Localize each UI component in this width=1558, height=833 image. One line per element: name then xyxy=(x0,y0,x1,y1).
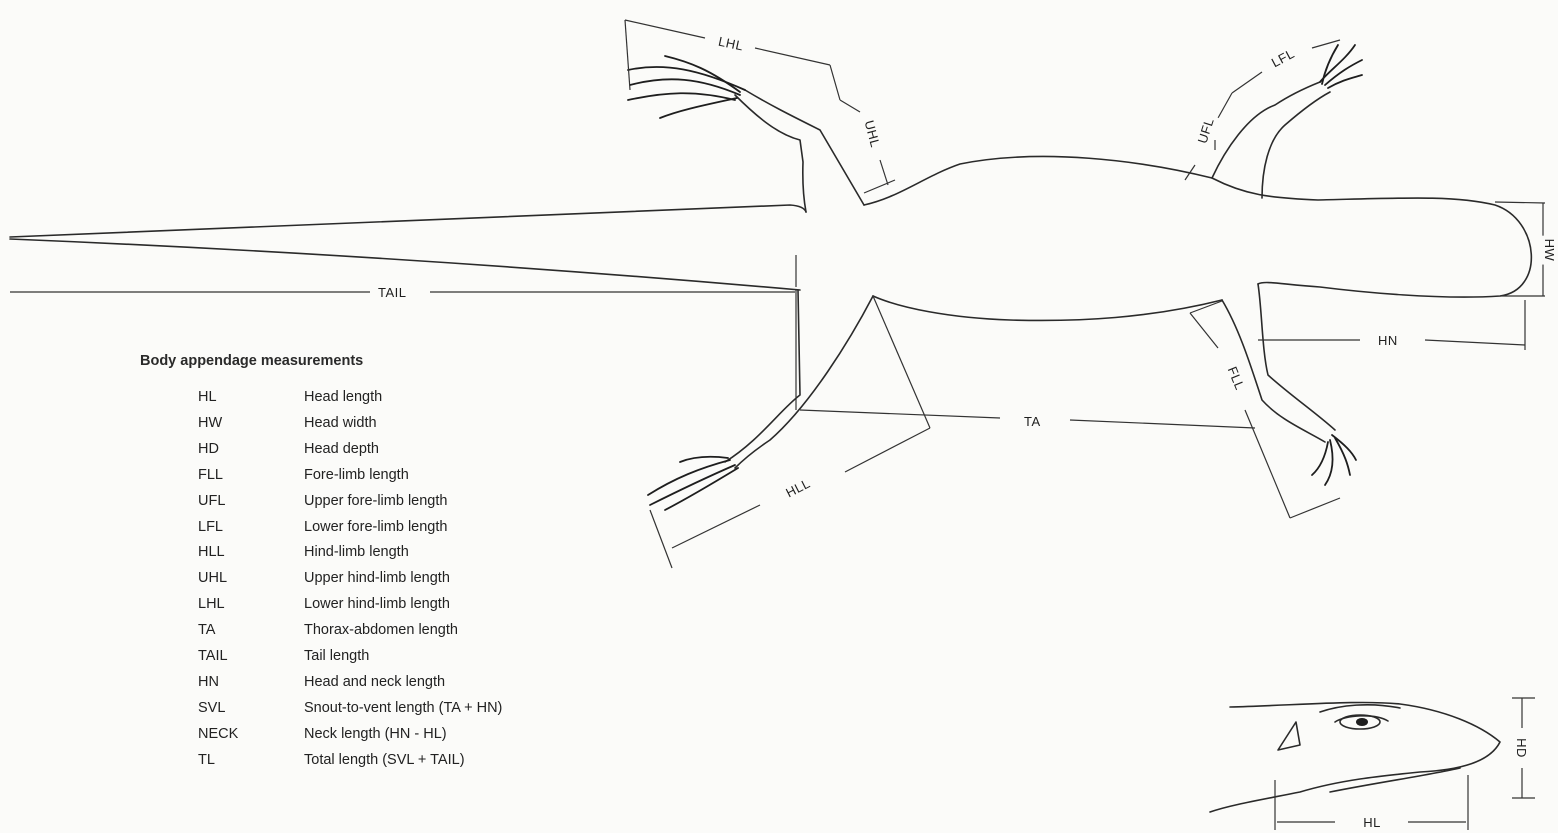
legend-abbr: UFL xyxy=(198,489,304,515)
label-hd: HD xyxy=(1514,738,1529,758)
legend-desc: Upper hind-limb length xyxy=(304,566,502,592)
legend-abbr: LFL xyxy=(198,515,304,541)
legend-desc: Head width xyxy=(304,411,502,437)
legend-abbr: FLL xyxy=(198,463,304,489)
legend-title: Body appendage measurements xyxy=(140,353,502,369)
legend-desc: Neck length (HN - HL) xyxy=(304,722,502,748)
legend-abbr: SVL xyxy=(198,696,304,722)
legend-abbr: TA xyxy=(198,618,304,644)
label-ta: TA xyxy=(1024,414,1041,429)
legend-abbr: TL xyxy=(198,748,304,774)
legend-abbr: HN xyxy=(198,670,304,696)
label-hn: HN xyxy=(1378,333,1398,348)
legend-desc: Lower hind-limb length xyxy=(304,592,502,618)
legend-desc: Thorax-abdomen length xyxy=(304,618,502,644)
legend-abbr: HD xyxy=(198,437,304,463)
label-lhl: LHL xyxy=(717,34,745,54)
legend-desc: Hind-limb length xyxy=(304,540,502,566)
legend-abbr: HLL xyxy=(198,540,304,566)
legend-desc: Tail length xyxy=(304,644,502,670)
legend-desc: Fore-limb length xyxy=(304,463,502,489)
legend-abbr: TAIL xyxy=(198,644,304,670)
legend-desc: Head length xyxy=(304,385,502,411)
label-hw: HW xyxy=(1542,239,1557,262)
label-tail: TAIL xyxy=(378,285,407,300)
label-uhl: UHL xyxy=(862,119,884,149)
legend-desc: Lower fore-limb length xyxy=(304,515,502,541)
legend-desc: Head and neck length xyxy=(304,670,502,696)
legend-desc: Upper fore-limb length xyxy=(304,489,502,515)
legend-desc: Total length (SVL + TAIL) xyxy=(304,748,502,774)
legend-abbr: NECK xyxy=(198,722,304,748)
legend-abbr: LHL xyxy=(198,592,304,618)
head-side-view xyxy=(1210,698,1535,830)
measurement-labels: TAIL TA HN HW LHL UHL UFL LFL FLL HLL HD… xyxy=(375,32,1558,831)
legend-abbr: HW xyxy=(198,411,304,437)
label-hl: HL xyxy=(1363,815,1381,830)
legend-abbr: UHL xyxy=(198,566,304,592)
label-ufl: UFL xyxy=(1195,116,1217,145)
legend-abbr: HL xyxy=(198,385,304,411)
legend-desc: Snout-to-vent length (TA + HN) xyxy=(304,696,502,722)
legend-desc: Head depth xyxy=(304,437,502,463)
